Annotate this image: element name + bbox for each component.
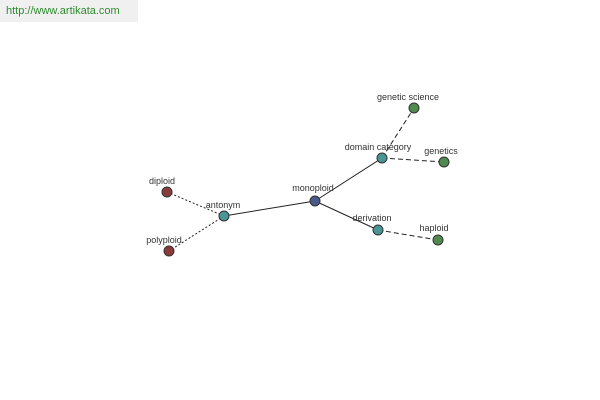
edge-antonym-polyploid <box>168 215 225 252</box>
node-marker[interactable] <box>438 156 450 168</box>
node-label: monoploid <box>292 183 334 193</box>
node-derivation[interactable]: derivation <box>352 213 392 236</box>
node-marker[interactable] <box>408 102 420 114</box>
node-monoploid[interactable]: monoploid <box>292 183 334 207</box>
edge-monoploid-antonym <box>223 200 316 217</box>
site-watermark[interactable]: http://www.artikata.com <box>0 0 138 22</box>
nodes-layer: monoploid antonym domain category derivatio… <box>146 92 458 257</box>
node-label: genetic science <box>377 92 439 102</box>
node-label: polyploid <box>146 235 182 245</box>
edge-domain-category-genetic-science <box>381 107 415 159</box>
edge-monoploid-domain-category <box>314 157 383 202</box>
node-marker[interactable] <box>218 210 230 222</box>
node-label: domain category <box>345 142 412 152</box>
node-label: genetics <box>424 146 458 156</box>
node-polyploid[interactable]: polyploid <box>146 235 182 257</box>
node-domain-category[interactable]: domain category <box>345 142 412 164</box>
node-haploid[interactable]: haploid <box>419 223 449 246</box>
node-marker[interactable] <box>161 186 173 198</box>
node-antonym[interactable]: antonym <box>206 200 241 222</box>
edge-domain-category-genetics <box>381 157 445 163</box>
node-label: diploid <box>149 176 175 186</box>
node-genetic-science[interactable]: genetic science <box>377 92 439 114</box>
node-label: derivation <box>352 213 391 223</box>
node-diploid[interactable]: diploid <box>149 176 175 198</box>
edge-derivation-haploid <box>377 229 439 241</box>
node-genetics[interactable]: genetics <box>424 146 458 168</box>
edge-monoploid-derivation <box>314 200 379 231</box>
node-label: antonym <box>206 200 241 210</box>
node-label: haploid <box>419 223 448 233</box>
edges-layer <box>166 107 445 252</box>
node-marker[interactable] <box>432 234 444 246</box>
node-marker[interactable] <box>309 195 321 207</box>
node-marker[interactable] <box>376 152 388 164</box>
node-marker[interactable] <box>163 245 175 257</box>
node-marker[interactable] <box>372 224 384 236</box>
